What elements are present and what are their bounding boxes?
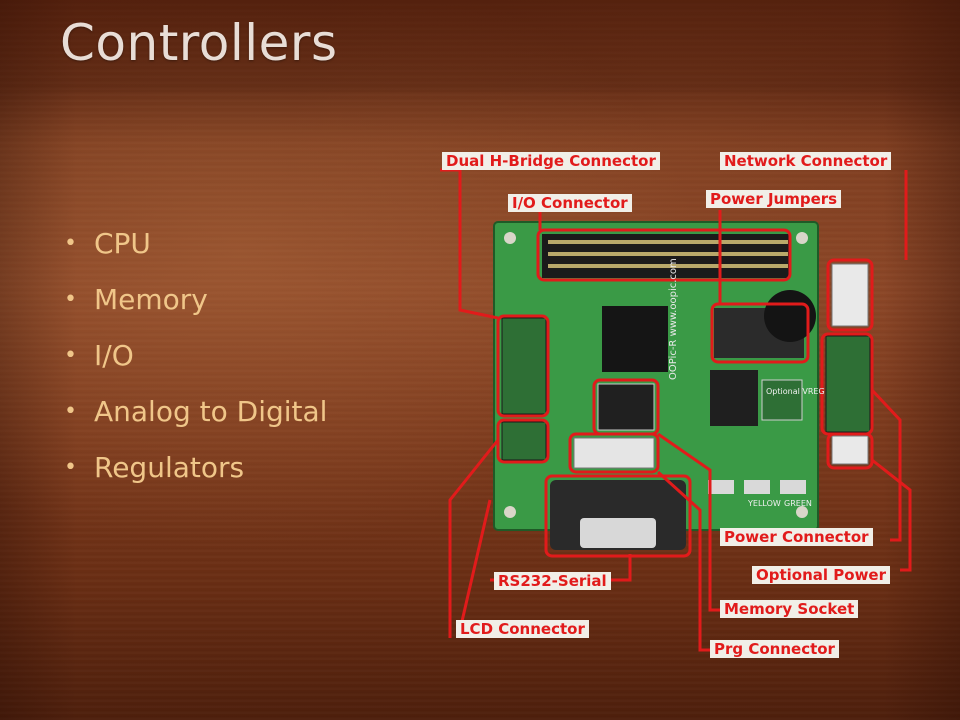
bullet-item: • Regulators <box>64 448 424 504</box>
led <box>780 480 806 494</box>
bullet-item: • CPU <box>64 224 424 280</box>
led <box>708 480 734 494</box>
memory-socket-chip <box>597 383 655 431</box>
mounting-hole <box>504 232 516 244</box>
header-band <box>0 0 960 92</box>
network-header <box>831 263 869 327</box>
optional-vreg <box>761 379 803 421</box>
bullet-item: • Analog to Digital <box>64 392 424 448</box>
label-power-connector: Power Connector <box>720 528 873 546</box>
slide-title: Controllers <box>60 14 338 72</box>
optional-power-header <box>831 435 869 465</box>
label-optional-power: Optional Power <box>752 566 890 584</box>
label-lcd: LCD Connector <box>456 620 589 638</box>
regulator-chip <box>710 370 758 426</box>
mounting-hole <box>504 506 516 518</box>
label-power-jumpers: Power Jumpers <box>706 190 842 208</box>
annotation-outlines <box>496 228 874 558</box>
label-network: Network Connector <box>720 152 892 170</box>
label-dual-hbridge: Dual H-Bridge Connector <box>442 152 660 170</box>
bullet-text: CPU <box>94 227 151 260</box>
label-prg: Prg Connector <box>710 640 839 658</box>
bullet-text: Analog to Digital <box>94 395 328 428</box>
label-rs232: RS232-Serial <box>494 572 611 590</box>
cpu-chip <box>602 306 668 372</box>
controller-board-figure: OOPic-R www.oopic.com Optional VREG YELL… <box>430 140 950 680</box>
bullet-icon: • <box>64 455 77 480</box>
led <box>744 480 770 494</box>
prg-header <box>573 437 655 469</box>
mounting-hole <box>796 232 808 244</box>
bullet-icon: • <box>64 287 77 312</box>
bullet-list: • CPU • Memory • I/O • Analog to Digital • Re… <box>64 224 424 504</box>
bullet-text: Memory <box>94 283 208 316</box>
board-diagram: OOPic-R www.oopic.com Optional VREG YELL… <box>440 168 912 652</box>
bullet-icon: • <box>64 343 77 368</box>
bullet-text: Regulators <box>94 451 245 484</box>
bullet-text: I/O <box>94 339 134 372</box>
mounting-hole <box>796 506 808 518</box>
bullet-icon: • <box>64 231 77 256</box>
lcd-header <box>501 421 547 461</box>
label-memory-socket: Memory Socket <box>720 600 859 618</box>
board-vreg-text: Optional VREG <box>766 387 825 396</box>
board-green-text: GREEN <box>784 499 812 508</box>
power-header <box>825 335 871 433</box>
io-header-pins <box>548 240 788 268</box>
dual-hbridge-header <box>501 317 547 415</box>
rs232-shell <box>580 518 656 548</box>
bullet-icon: • <box>64 399 77 424</box>
bullet-item: • Memory <box>64 280 424 336</box>
board-brand-text: OOPic-R www.oopic.com <box>668 258 679 380</box>
label-io: I/O Connector <box>508 194 632 212</box>
bullet-item: • I/O <box>64 336 424 392</box>
board-yellow-text: YELLOW <box>747 499 781 508</box>
